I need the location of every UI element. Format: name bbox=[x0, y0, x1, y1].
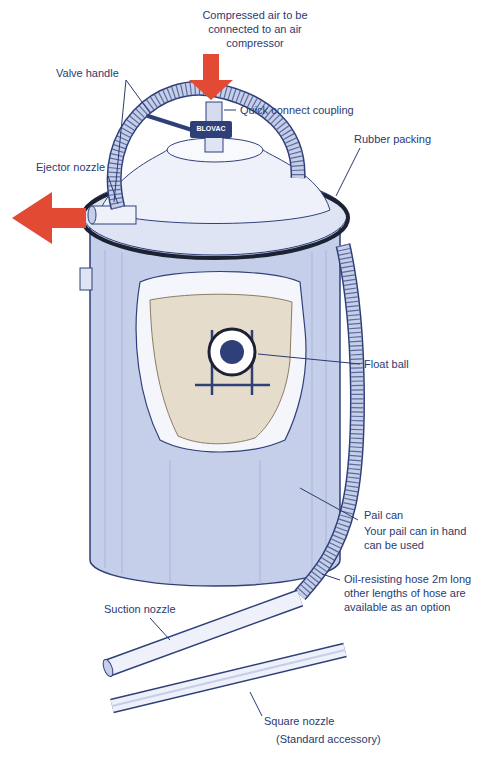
air-in-arrow bbox=[189, 54, 233, 100]
air-out-arrow bbox=[12, 192, 86, 244]
part-label: Suction nozzle bbox=[104, 602, 224, 616]
float-ball bbox=[209, 329, 255, 375]
part-label: Square nozzle bbox=[264, 714, 384, 728]
note-label: Oil-resisting hose 2m long other lengths… bbox=[344, 572, 492, 614]
pail-body bbox=[90, 222, 340, 586]
pail-shading bbox=[105, 250, 326, 584]
part-label: Pail can bbox=[364, 508, 474, 522]
part-label: Valve handle bbox=[56, 66, 146, 80]
valve-handle bbox=[148, 116, 192, 130]
air-inlet-label: Compressed air to be connected to an air… bbox=[196, 8, 314, 50]
brand-mark: BLOVAC bbox=[190, 125, 232, 132]
quick-coupling bbox=[206, 102, 222, 122]
ejector-mouth bbox=[88, 206, 96, 224]
part-label: Ejector nozzle bbox=[36, 160, 136, 174]
cutaway bbox=[136, 272, 306, 453]
part-label: Quick connect coupling bbox=[240, 103, 380, 117]
note-label: (Standard accessory) bbox=[276, 732, 426, 746]
note-label: Your pail can in hand can be used bbox=[364, 524, 486, 552]
float-cage bbox=[195, 330, 270, 395]
float-ball-core bbox=[220, 340, 244, 364]
part-label: Rubber packing bbox=[354, 132, 474, 146]
filter-bag bbox=[150, 294, 292, 444]
pail-handle bbox=[80, 268, 92, 290]
suction-hose bbox=[300, 245, 357, 595]
part-label: Float ball bbox=[364, 357, 464, 371]
leader-lines bbox=[108, 80, 360, 716]
square-nozzle bbox=[112, 650, 345, 706]
brand-plate bbox=[190, 121, 232, 138]
